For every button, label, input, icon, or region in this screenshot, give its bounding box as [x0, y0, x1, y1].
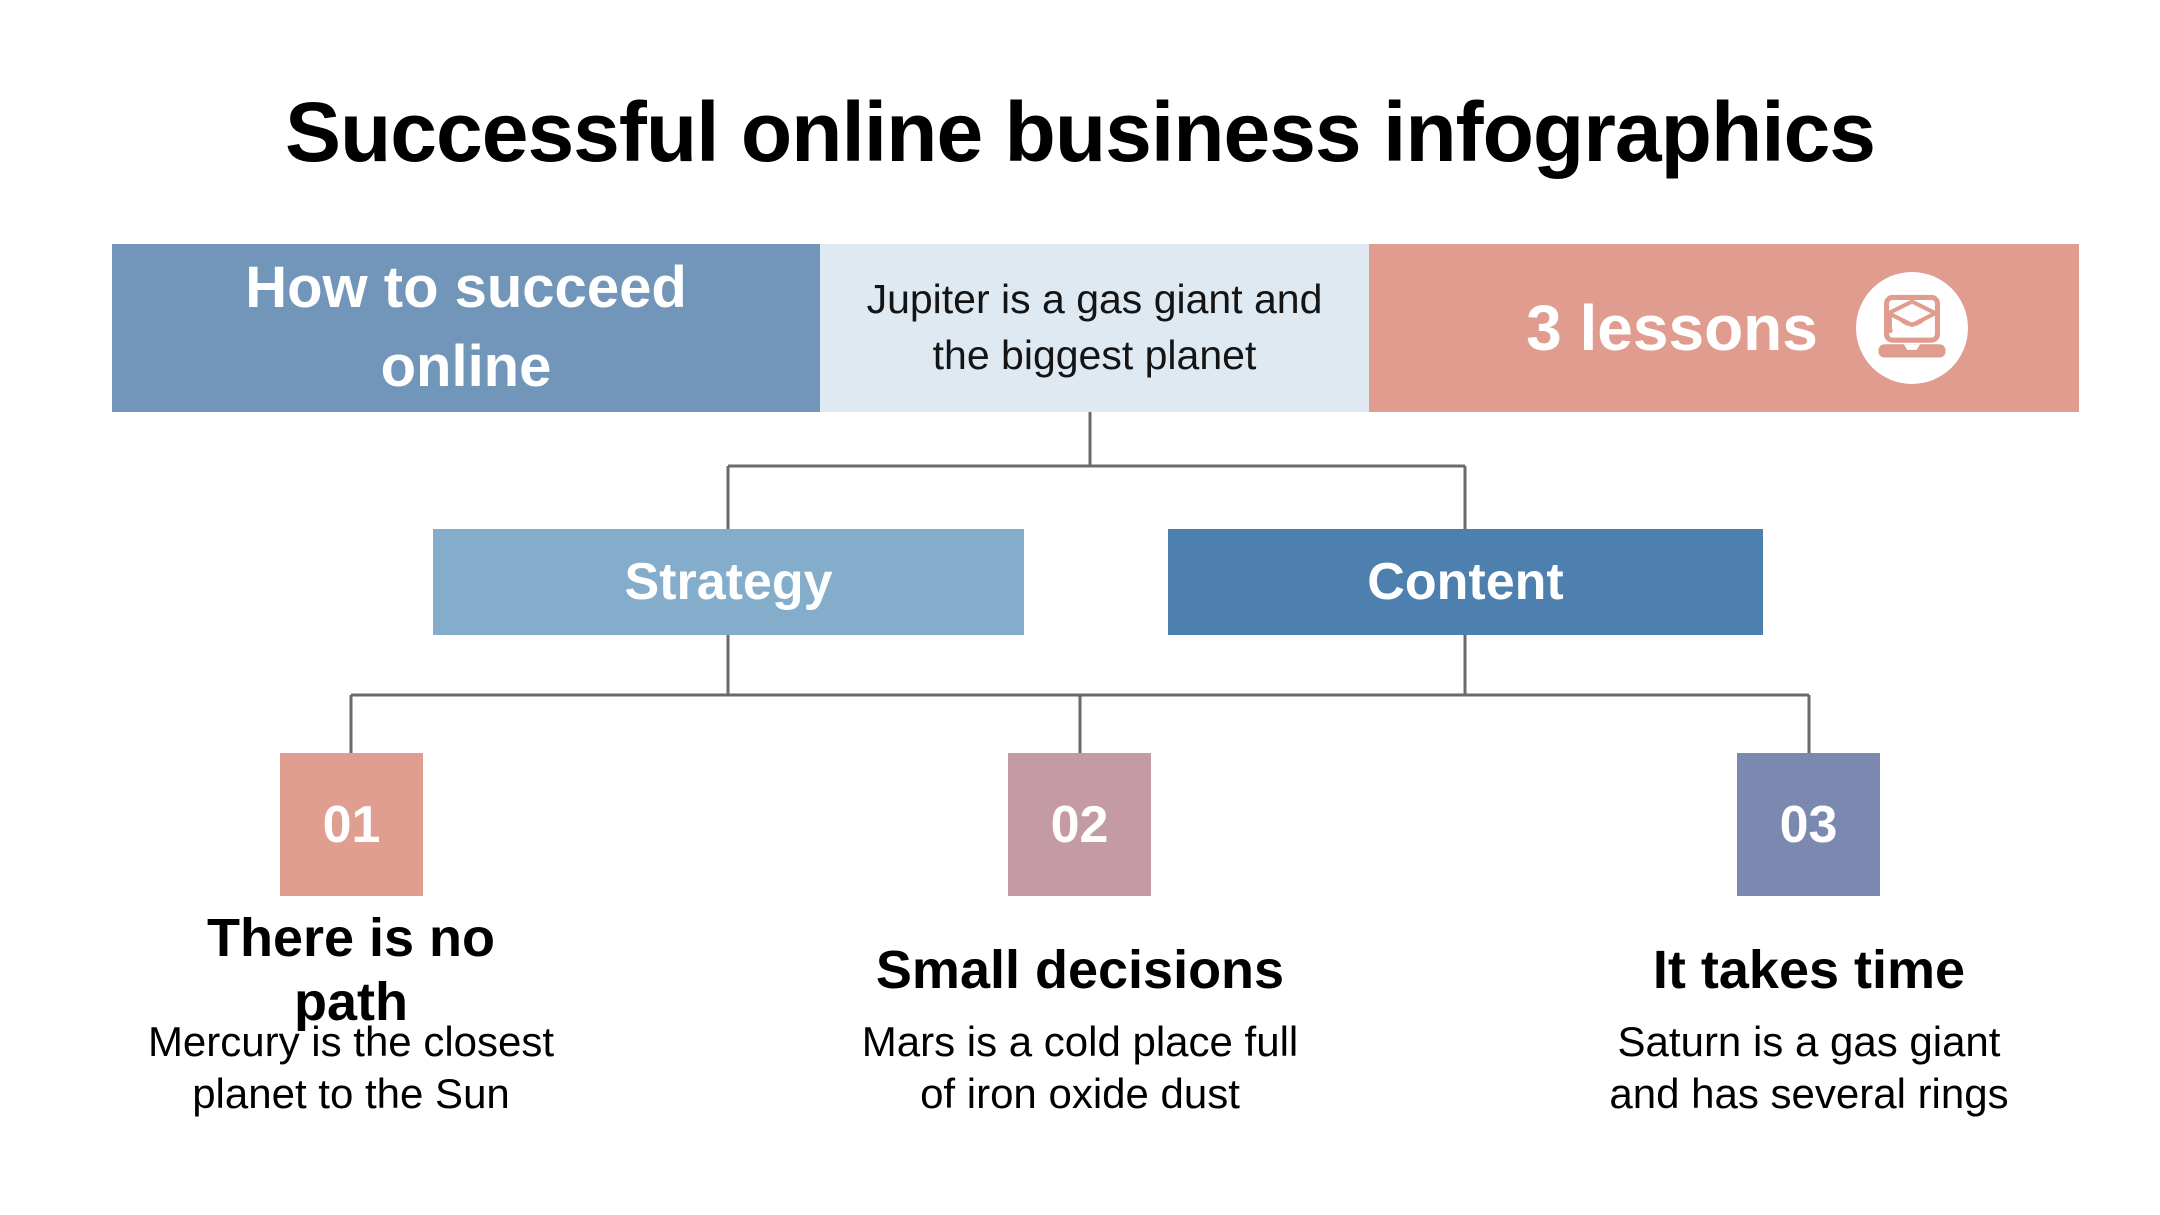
slide-title: Successful online business infographics	[284, 85, 1876, 179]
branch-content-label: Content	[1367, 553, 1564, 611]
branch-content: Content	[1168, 529, 1763, 635]
leaf-number-02: 02	[1008, 753, 1151, 896]
leaf-02-heading-text: Small decisions	[875, 940, 1285, 1000]
leaf-01-heading-text: There is no path	[206, 908, 496, 1032]
leaf-02-number: 02	[1050, 795, 1109, 854]
leaf-number-01: 01	[280, 753, 423, 896]
branch-strategy: Strategy	[433, 529, 1024, 635]
header-box-jupiter: Jupiter is a gas giant and the biggest p…	[820, 244, 1369, 412]
leaf-01-heading: There is no path	[41, 906, 661, 1034]
leaf-03-number: 03	[1779, 795, 1838, 854]
leaf-number-03: 03	[1737, 753, 1880, 896]
leaf-02-heading: Small decisions	[770, 906, 1390, 1034]
leaf-02-description: Mars is a cold place full of iron oxide …	[861, 1018, 1299, 1117]
header-right-label: 3 lessons	[1526, 292, 1818, 364]
branch-strategy-label: Strategy	[624, 553, 833, 611]
header-box-how-to-succeed: How to succeed online	[112, 244, 820, 412]
leaf-03-description: Saturn is a gas giant and has several ri…	[1609, 1018, 2009, 1117]
leaf-01-number: 01	[322, 795, 381, 854]
leaf-03-heading-text: It takes time	[1652, 940, 1966, 1000]
header-left-label: How to succeed online	[245, 255, 687, 399]
leaf-01-description: Mercury is the closest planet to the Sun	[147, 1018, 555, 1117]
header-row: How to succeed online Jupiter is a gas g…	[112, 244, 2079, 412]
header-middle-label: Jupiter is a gas giant and the biggest p…	[866, 276, 1323, 378]
laptop-graduation-icon	[1855, 272, 1968, 384]
leaf-03-heading: It takes time	[1499, 906, 2119, 1034]
header-box-lessons: 3 lessons	[1369, 244, 2079, 412]
